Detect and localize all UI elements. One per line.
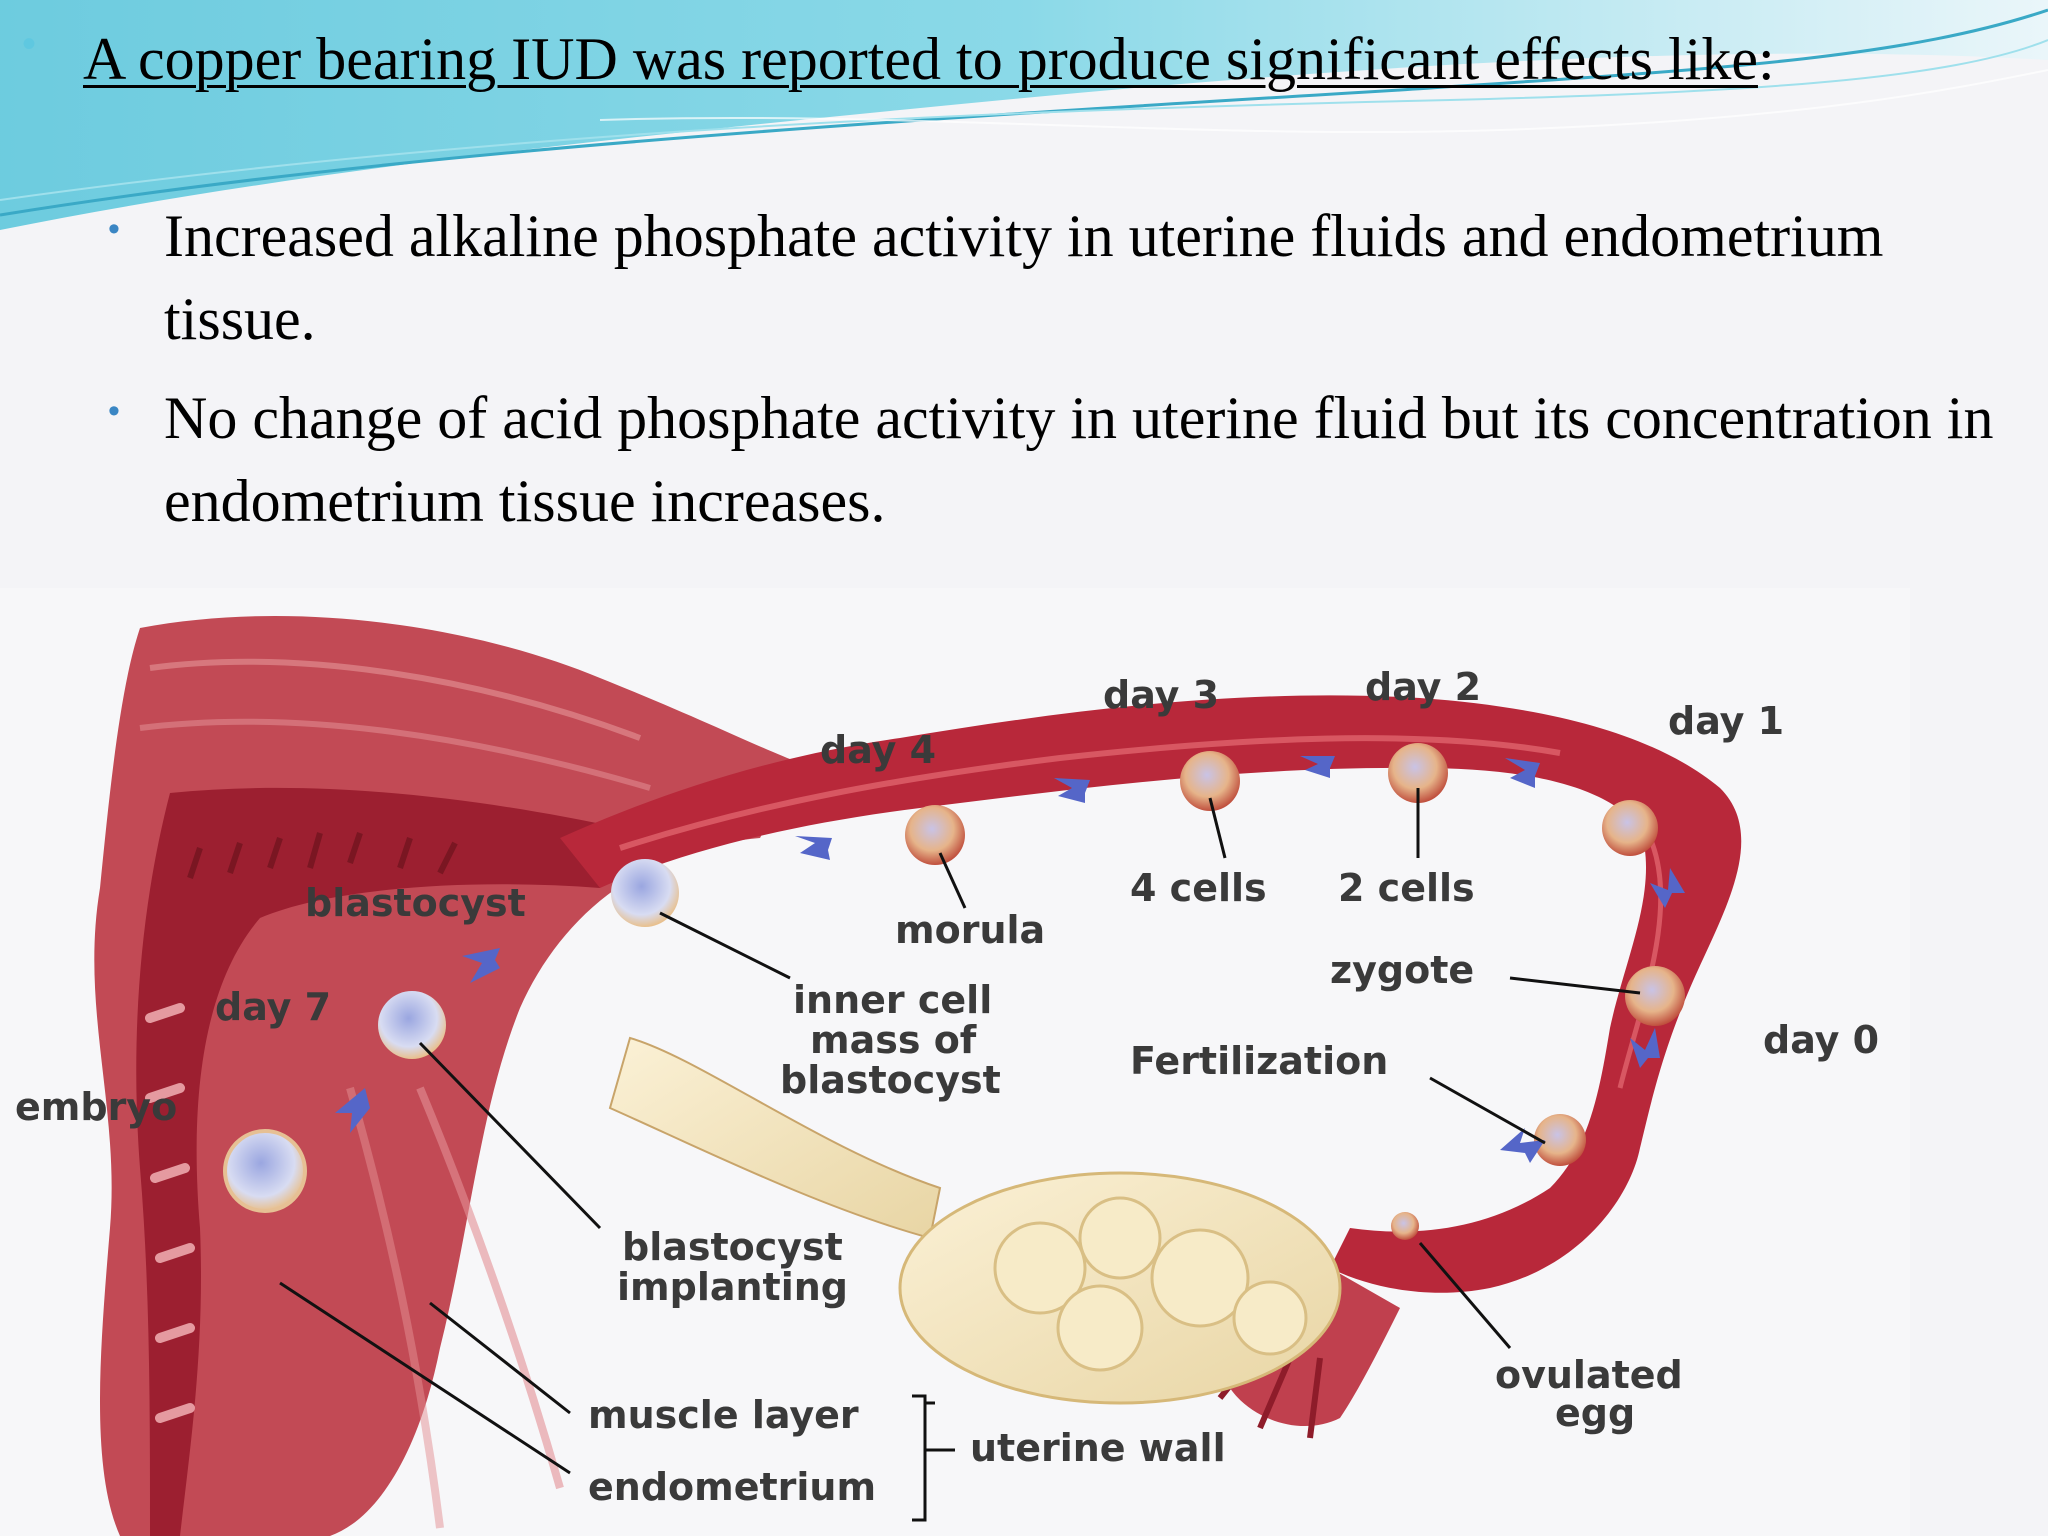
leader-lines bbox=[279, 788, 1641, 1475]
embryo-cell bbox=[223, 1129, 307, 1213]
sub-bullet-1-marker: • bbox=[108, 210, 120, 248]
slide-title: A copper bearing IUD was reported to pro… bbox=[83, 18, 1983, 101]
uterine-wall-bracket bbox=[912, 1394, 927, 1522]
label-blastocyst-implanting-1: blastocyst bbox=[622, 1225, 843, 1269]
label-blastocyst: blastocyst bbox=[305, 881, 526, 925]
label-2-cells: 2 cells bbox=[1338, 866, 1475, 910]
label-day2: day 2 bbox=[1365, 665, 1481, 709]
label-inner-cell-2: mass of bbox=[810, 1018, 977, 1062]
label-zygote: zygote bbox=[1330, 948, 1474, 992]
label-morula: morula bbox=[895, 908, 1045, 952]
embryo-development-diagram: day 1 day 2 day 3 day 4 day 0 day 7 blas… bbox=[0, 588, 1910, 1536]
label-uterine-wall: uterine wall bbox=[970, 1426, 1226, 1470]
label-day7: day 7 bbox=[215, 985, 331, 1029]
label-blastocyst-implanting-2: implanting bbox=[617, 1265, 848, 1309]
day7-blastocyst-cell bbox=[378, 991, 446, 1059]
label-inner-cell-1: inner cell bbox=[793, 978, 992, 1022]
sub-bullet-2-marker: • bbox=[108, 392, 120, 430]
ovulated-egg-cell bbox=[1391, 1212, 1419, 1240]
label-embryo: embryo bbox=[15, 1085, 177, 1129]
label-endometrium: endometrium bbox=[588, 1465, 876, 1509]
label-day4: day 4 bbox=[820, 728, 936, 772]
title-bullet: • bbox=[22, 22, 37, 66]
two-cells bbox=[1388, 743, 1448, 803]
four-cells bbox=[1180, 751, 1240, 811]
label-fertilization: Fertilization bbox=[1130, 1039, 1388, 1083]
label-ovulated-2: egg bbox=[1555, 1391, 1635, 1435]
fallopian-tube bbox=[560, 695, 1742, 1293]
label-day0: day 0 bbox=[1763, 1018, 1879, 1062]
ovary bbox=[898, 1171, 1342, 1405]
sub-bullet-2: No change of acid phosphate activity in … bbox=[164, 385, 1994, 534]
sub-bullet-1: Increased alkaline phosphate activity in… bbox=[164, 203, 1884, 352]
label-muscle-layer: muscle layer bbox=[588, 1393, 859, 1437]
header-wave-decoration bbox=[0, 0, 2048, 230]
fimbriae bbox=[1230, 1268, 1400, 1427]
label-inner-cell-3: blastocyst bbox=[780, 1058, 1001, 1102]
label-day3: day 3 bbox=[1103, 673, 1219, 717]
label-ovulated-1: ovulated bbox=[1495, 1353, 1683, 1397]
label-4-cells: 4 cells bbox=[1130, 866, 1267, 910]
fertilization-cell bbox=[1534, 1114, 1586, 1166]
label-day1: day 1 bbox=[1668, 699, 1784, 743]
zygote-cell bbox=[1625, 966, 1685, 1026]
title-underlined-text: A copper bearing IUD was reported to pro… bbox=[83, 26, 1758, 92]
migration-arrows bbox=[335, 756, 1685, 1163]
blastocyst-cell bbox=[611, 859, 679, 927]
morula-cell bbox=[905, 805, 965, 865]
title-colon: : bbox=[1757, 26, 1775, 92]
uterine-cavity bbox=[136, 787, 620, 1536]
day1-cell bbox=[1602, 800, 1658, 856]
